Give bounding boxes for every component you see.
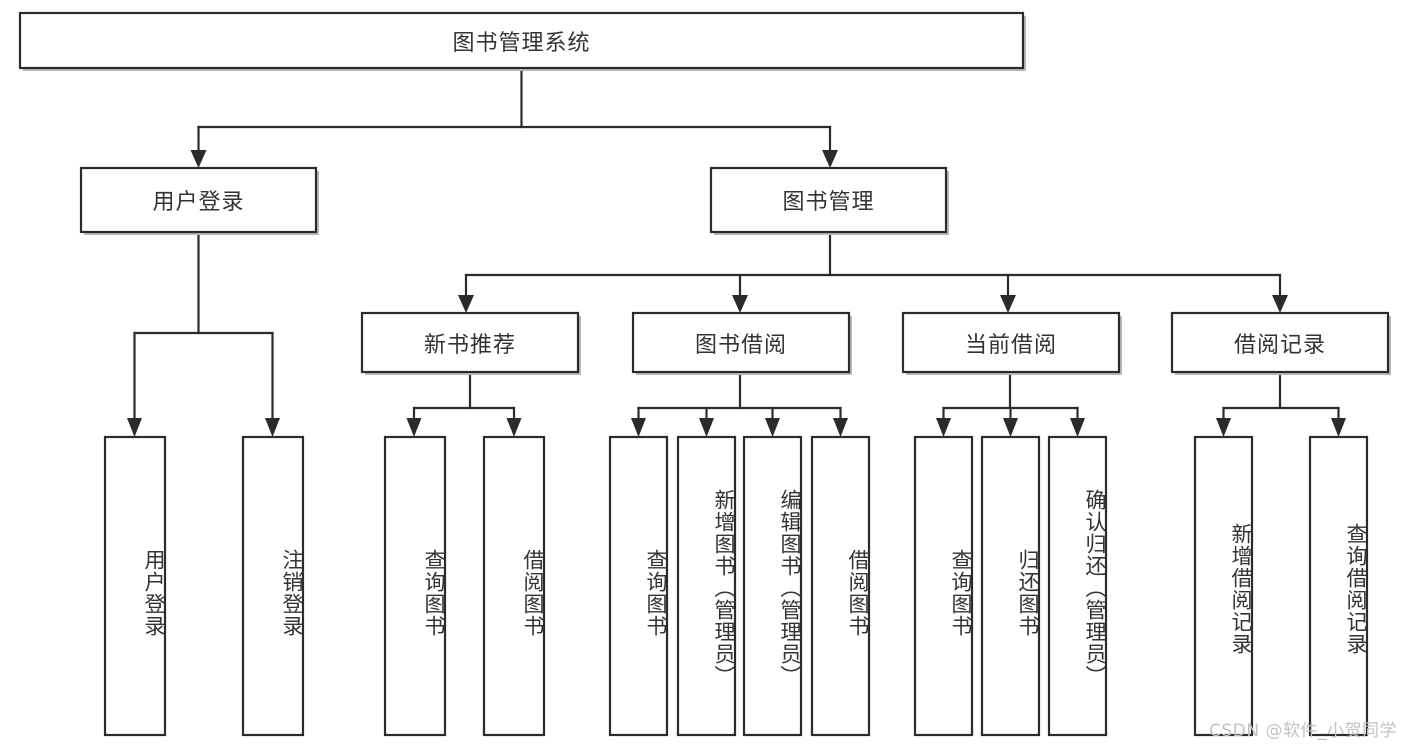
node-box-leaf-bookborrow-3[interactable]: [742, 435, 803, 737]
node-box-leaf-borrowrecord-1[interactable]: [1193, 435, 1254, 737]
node-box-leaf-bookborrow-2[interactable]: [676, 435, 737, 737]
arrow-bookmgmt-to-newbook: [458, 295, 474, 313]
arrow-bookborrow-leaf-1: [631, 418, 646, 437]
arrow-root-to-book-mgmt: [822, 150, 838, 168]
arrow-currentborrow-leaf-3: [1070, 418, 1085, 437]
arrow-bookborrow-leaf-2: [699, 418, 714, 437]
arrow-userlogin-leaf-1: [127, 418, 142, 437]
arrow-borrowrecord-leaf-1: [1216, 418, 1231, 437]
node-box-leaf-user-login-2[interactable]: [241, 435, 305, 737]
node-box-leaf-bookborrow-4[interactable]: [810, 435, 871, 737]
arrow-currentborrow-leaf-2: [1003, 418, 1018, 437]
node-box-leaf-user-login-1[interactable]: [103, 435, 167, 737]
arrow-bookmgmt-to-borrow: [732, 295, 748, 313]
arrow-bookborrow-leaf-3: [765, 418, 780, 437]
arrow-bookborrow-leaf-4: [833, 418, 848, 437]
arrow-bookmgmt-to-record: [1272, 295, 1288, 313]
node-box-leaf-newbook-2[interactable]: [482, 435, 546, 737]
node-box-borrow-record[interactable]: [1170, 311, 1390, 374]
box-layer: [18, 11, 1391, 737]
arrow-userlogin-leaf-2: [265, 418, 280, 437]
node-box-book-borrow[interactable]: [631, 311, 851, 374]
arrow-borrowrecord-leaf-2: [1331, 418, 1346, 437]
arrow-newbook-leaf-1: [406, 418, 422, 437]
node-box-user-login[interactable]: [79, 166, 318, 234]
node-box-book-management[interactable]: [709, 166, 948, 234]
node-box-leaf-currentborrow-3[interactable]: [1047, 435, 1108, 737]
arrow-newbook-leaf-2: [506, 418, 522, 437]
arrow-currentborrow-leaf-1: [936, 418, 951, 437]
node-box-new-book-recommend[interactable]: [360, 311, 580, 374]
node-box-root[interactable]: [18, 11, 1025, 70]
node-box-leaf-currentborrow-2[interactable]: [980, 435, 1041, 737]
arrow-bookmgmt-to-current: [1000, 295, 1016, 313]
node-box-current-borrow[interactable]: [901, 311, 1121, 374]
connector-layer: [127, 66, 1346, 437]
node-box-leaf-borrowrecord-2[interactable]: [1308, 435, 1369, 737]
node-box-leaf-currentborrow-1[interactable]: [913, 435, 974, 737]
csdn-watermark: CSDN @软件_小贺同学: [1209, 721, 1397, 741]
node-box-leaf-newbook-1[interactable]: [383, 435, 447, 737]
arrow-root-to-user-login: [190, 150, 207, 168]
node-box-leaf-bookborrow-1[interactable]: [608, 435, 669, 737]
